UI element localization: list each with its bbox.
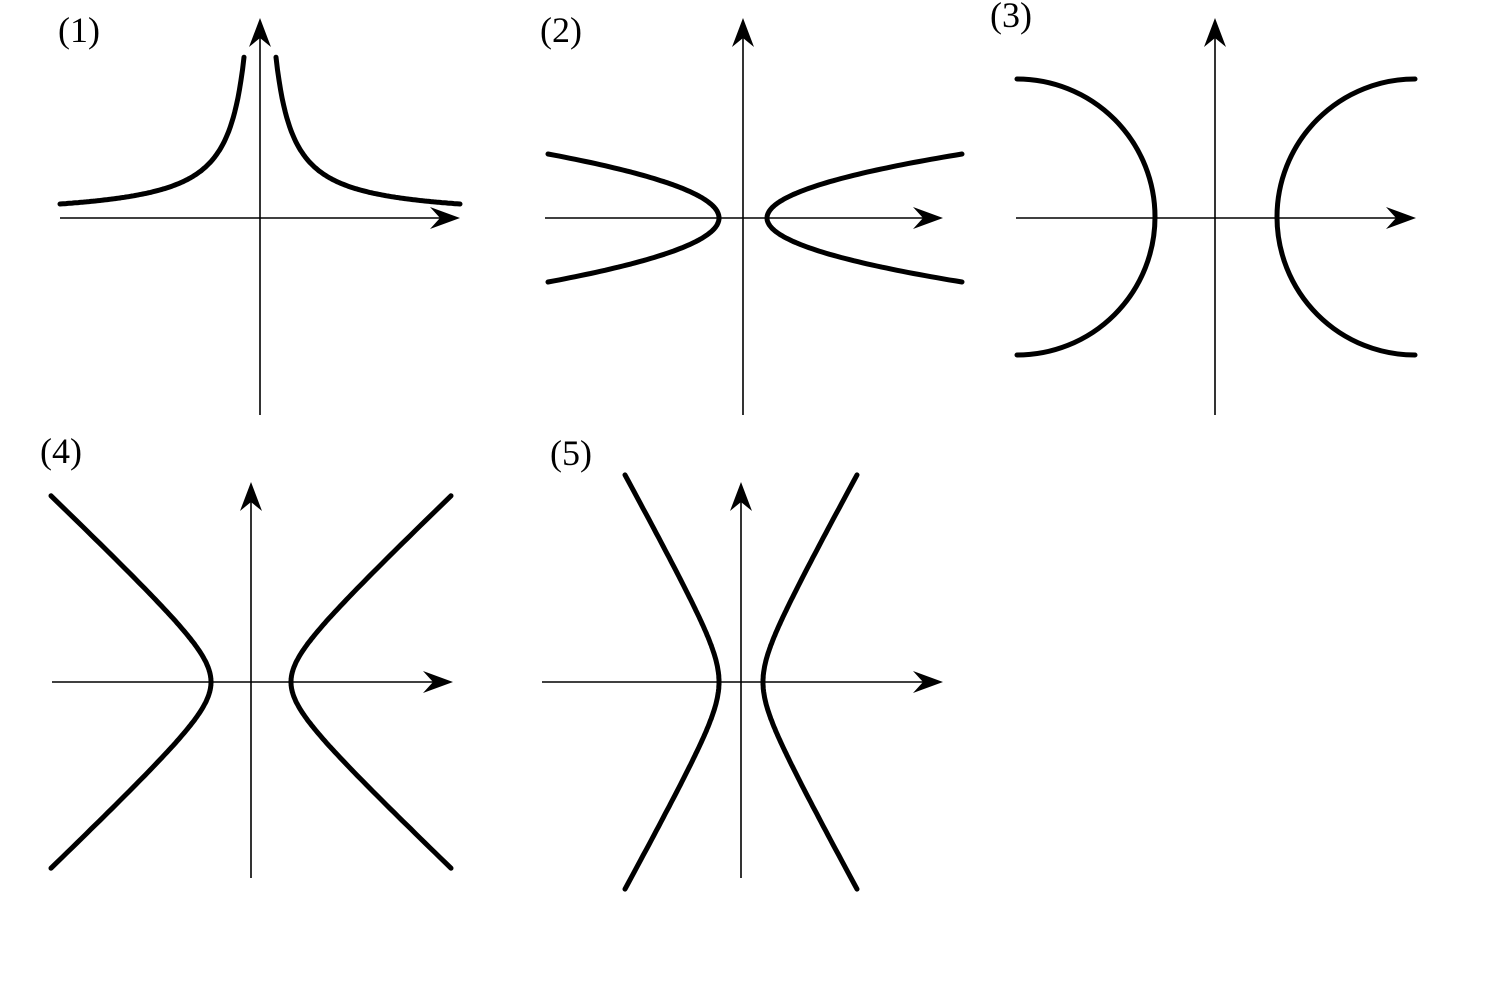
panel-2-y-arrow	[732, 18, 754, 47]
panel-5-curve-left	[622, 472, 722, 892]
panel-3-y-arrow	[1204, 18, 1226, 47]
panel-5-y-arrow	[730, 482, 752, 511]
panel-3-curve-right	[1274, 76, 1418, 358]
panel-1-label: (1)	[58, 10, 100, 50]
panel-4-curve-left	[48, 493, 214, 871]
panel-5-curve-right	[760, 472, 860, 892]
panel-1-y-arrow	[249, 18, 271, 47]
panel-4-curve-right	[288, 493, 454, 871]
panel-1-curve-left	[57, 54, 247, 207]
panel-3-label: (3)	[990, 0, 1032, 35]
panel-1-curve-right	[273, 54, 463, 207]
panel-1-x-arrow	[430, 207, 460, 229]
panel-5-x-arrow	[913, 671, 943, 693]
panel-4: (4)	[40, 431, 454, 878]
panel-3-curve-left	[1014, 76, 1158, 358]
panel-2-curve-right	[764, 151, 965, 285]
panel-3: (3)	[990, 0, 1418, 415]
panel-2-label: (2)	[540, 10, 582, 50]
panel-5-label: (5)	[550, 433, 592, 473]
panel-4-label: (4)	[40, 431, 82, 471]
panel-2-curve-left	[545, 151, 722, 285]
panel-2-x-arrow	[913, 207, 943, 229]
panel-4-y-arrow	[240, 482, 262, 511]
panel-4-x-arrow	[423, 671, 453, 693]
panel-5: (5)	[542, 433, 943, 892]
panel-2: (2)	[540, 10, 965, 415]
panel-1: (1)	[57, 10, 463, 415]
panel-3-x-arrow	[1386, 207, 1416, 229]
